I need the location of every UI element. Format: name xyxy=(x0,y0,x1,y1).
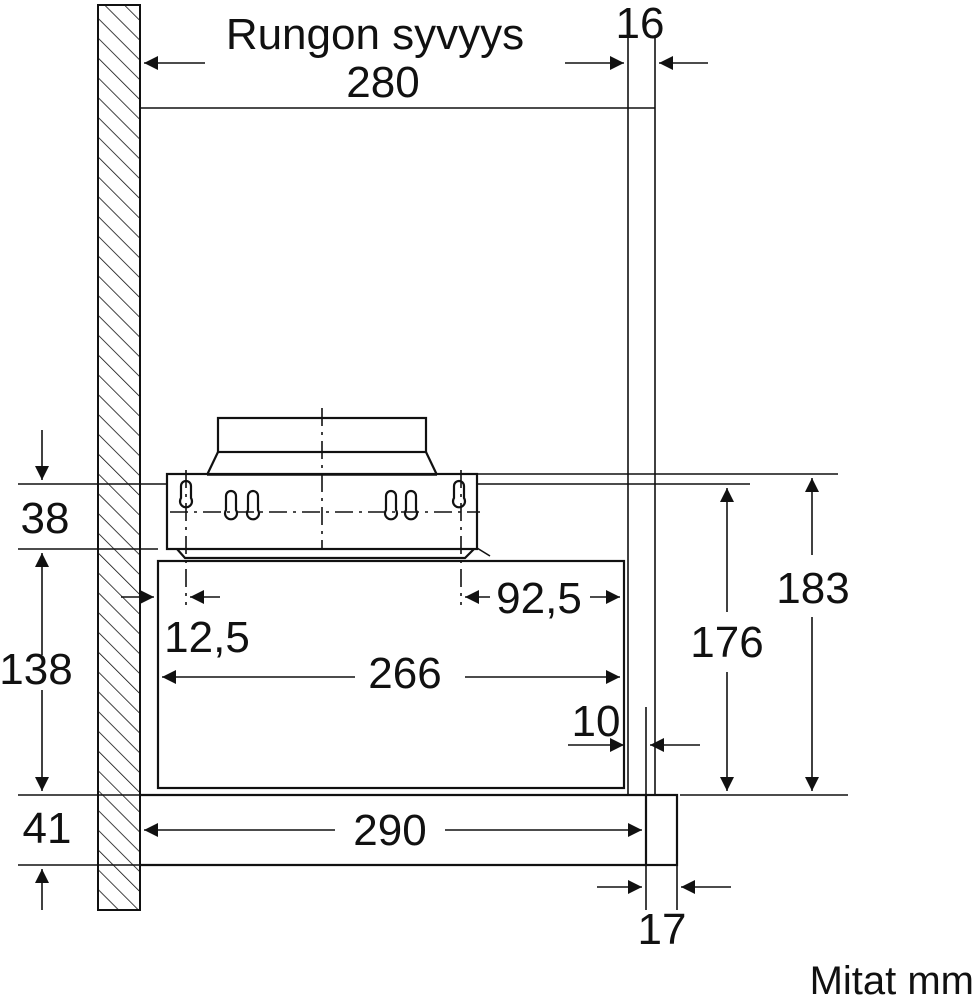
depth-title: Rungon syvyys xyxy=(226,10,524,59)
hood-housing xyxy=(156,559,626,790)
units-note: Mitat mm xyxy=(810,959,974,1000)
wall xyxy=(97,4,141,911)
bottom-height-label: 41 xyxy=(23,804,72,853)
front-thickness-label: 17 xyxy=(638,905,687,954)
overall-width-label: 290 xyxy=(353,806,426,855)
top-height-label: 38 xyxy=(21,494,70,543)
centre-lines xyxy=(170,408,480,605)
extension-lines xyxy=(18,38,848,910)
inner-width-label: 266 xyxy=(368,649,441,698)
mid-height-label: 138 xyxy=(0,645,73,694)
offset-left-label: 12,5 xyxy=(164,613,250,662)
offset-right-label: 92,5 xyxy=(496,574,582,623)
front-panel xyxy=(140,793,679,867)
mounting-bracket xyxy=(165,472,491,560)
depth-value: 280 xyxy=(346,58,419,107)
panel-thickness-label: 16 xyxy=(616,0,665,48)
dimension-arrows xyxy=(35,56,819,910)
keyhole-slots xyxy=(178,479,467,521)
gap-label: 10 xyxy=(572,697,621,746)
height-176-label: 176 xyxy=(690,618,763,667)
height-183-label: 183 xyxy=(776,564,849,613)
